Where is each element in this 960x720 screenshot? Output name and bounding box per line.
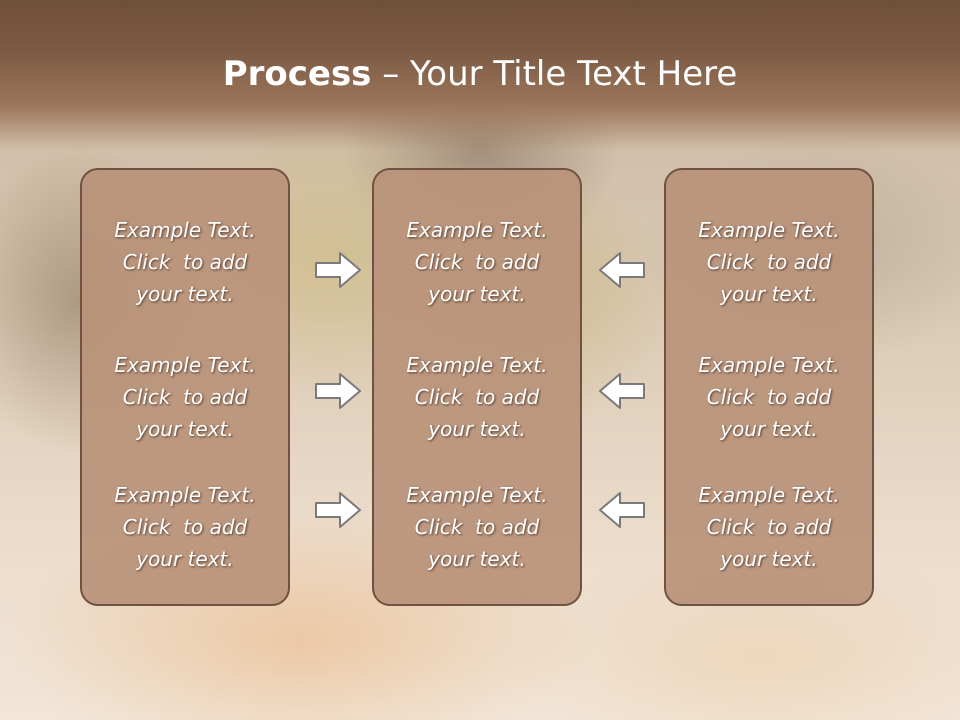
- text-line: Example Text.: [114, 353, 256, 377]
- text-line: your text.: [428, 417, 526, 441]
- text-line: Click to add: [414, 250, 540, 274]
- text-line: Example Text.: [406, 353, 548, 377]
- text-block[interactable]: Example Text. Click to add your text.: [374, 214, 580, 310]
- text-line: Example Text.: [406, 218, 548, 242]
- text-line: Example Text.: [114, 483, 256, 507]
- text-line: Click to add: [706, 250, 832, 274]
- text-line: your text.: [720, 547, 818, 571]
- text-line: your text.: [136, 417, 234, 441]
- text-line: your text.: [428, 282, 526, 306]
- title-strong: Process: [222, 54, 372, 94]
- text-block[interactable]: Example Text. Click to add your text.: [374, 349, 580, 445]
- text-line: your text.: [136, 547, 234, 571]
- text-line: your text.: [136, 282, 234, 306]
- text-block[interactable]: Example Text. Click to add your text.: [666, 349, 872, 445]
- text-block[interactable]: Example Text. Click to add your text.: [666, 479, 872, 575]
- left-arrow-icon: [599, 252, 645, 288]
- text-block[interactable]: Example Text. Click to add your text.: [82, 349, 288, 445]
- text-block[interactable]: Example Text. Click to add your text.: [82, 214, 288, 310]
- text-line: your text.: [720, 417, 818, 441]
- text-line: Click to add: [122, 385, 248, 409]
- text-block[interactable]: Example Text. Click to add your text.: [666, 214, 872, 310]
- text-line: Click to add: [706, 515, 832, 539]
- text-block[interactable]: Example Text. Click to add your text.: [82, 479, 288, 575]
- text-line: your text.: [428, 547, 526, 571]
- slide-title[interactable]: Process – Your Title Text Here: [0, 52, 960, 96]
- text-line: Example Text.: [698, 218, 840, 242]
- text-line: Click to add: [414, 385, 540, 409]
- text-line: Example Text.: [406, 483, 548, 507]
- right-arrow-icon: [315, 492, 361, 528]
- right-arrow-icon: [315, 252, 361, 288]
- title-rest: – Your Title Text Here: [371, 54, 738, 94]
- text-line: Click to add: [122, 515, 248, 539]
- process-box-2: Example Text. Click to add your text. Exam…: [372, 168, 582, 606]
- text-line: Click to add: [122, 250, 248, 274]
- text-line: Example Text.: [698, 353, 840, 377]
- text-block[interactable]: Example Text. Click to add your text.: [374, 479, 580, 575]
- left-arrow-icon: [599, 492, 645, 528]
- text-line: Example Text.: [698, 483, 840, 507]
- text-line: Example Text.: [114, 218, 256, 242]
- text-line: your text.: [720, 282, 818, 306]
- process-box-3: Example Text. Click to add your text. Exam…: [664, 168, 874, 606]
- left-arrow-icon: [599, 373, 645, 409]
- title-bar: [0, 0, 960, 150]
- text-line: Click to add: [414, 515, 540, 539]
- process-box-1: Example Text. Click to add your text. Exam…: [80, 168, 290, 606]
- right-arrow-icon: [315, 373, 361, 409]
- text-line: Click to add: [706, 385, 832, 409]
